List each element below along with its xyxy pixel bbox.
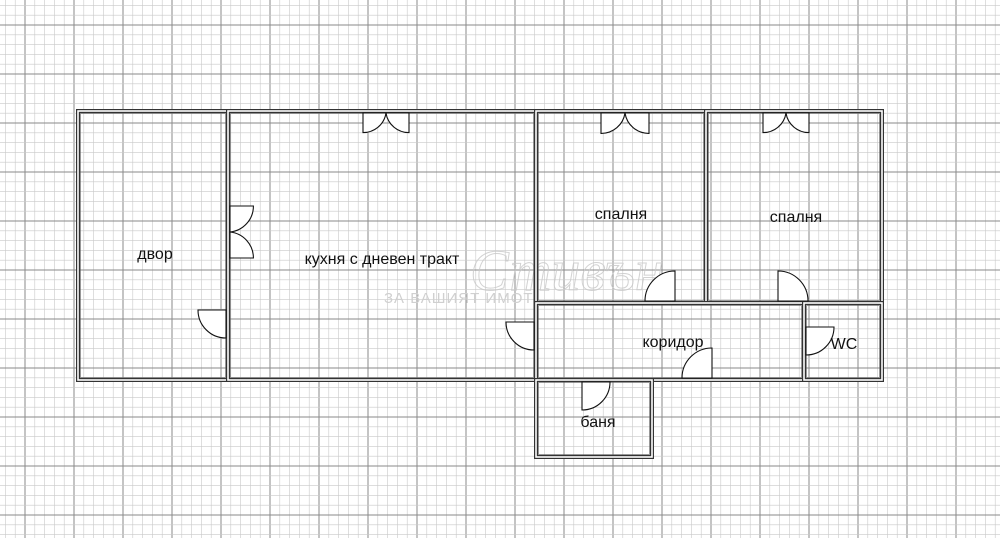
door-kitchen-top-double [362, 112, 410, 134]
doors [197, 112, 835, 411]
walls [76, 109, 884, 459]
door-bath-entry [581, 381, 611, 411]
room-label-kitchen: кухня с дневен тракт [305, 251, 460, 268]
watermark-script-text: Стивън [470, 238, 664, 303]
room-labels: двор кухня с дневен тракт спалня спалня кори… [137, 206, 857, 431]
room-label-dvor: двор [137, 246, 173, 263]
door-bedroom1-top-double [600, 112, 650, 134]
door-kitchen-corridor [505, 321, 535, 351]
door-bathroom-door [681, 347, 713, 379]
room-label-bathroom: баня [580, 414, 615, 431]
door-dvor-kitchen-double [229, 205, 254, 259]
watermark-subtext: ЗА ВАШИЯТ ИМОТ [384, 290, 534, 307]
door-dvor-single [197, 309, 227, 339]
room-wc [802, 301, 884, 382]
watermark: Стивън ЗА ВАШИЯТ ИМОТ [384, 238, 664, 308]
room-bedroom2 [704, 109, 884, 305]
door-bedroom2-top-double [762, 112, 810, 134]
room-label-corridor: коридор [642, 334, 703, 351]
door-bedroom2-door [777, 270, 809, 302]
door-bedroom1-door [644, 270, 676, 302]
room-label-bedroom1: спалня [595, 206, 647, 223]
room-label-wc: WC [831, 336, 858, 353]
room-label-bedroom2: спалня [770, 209, 822, 226]
door-wc-door [805, 326, 835, 356]
